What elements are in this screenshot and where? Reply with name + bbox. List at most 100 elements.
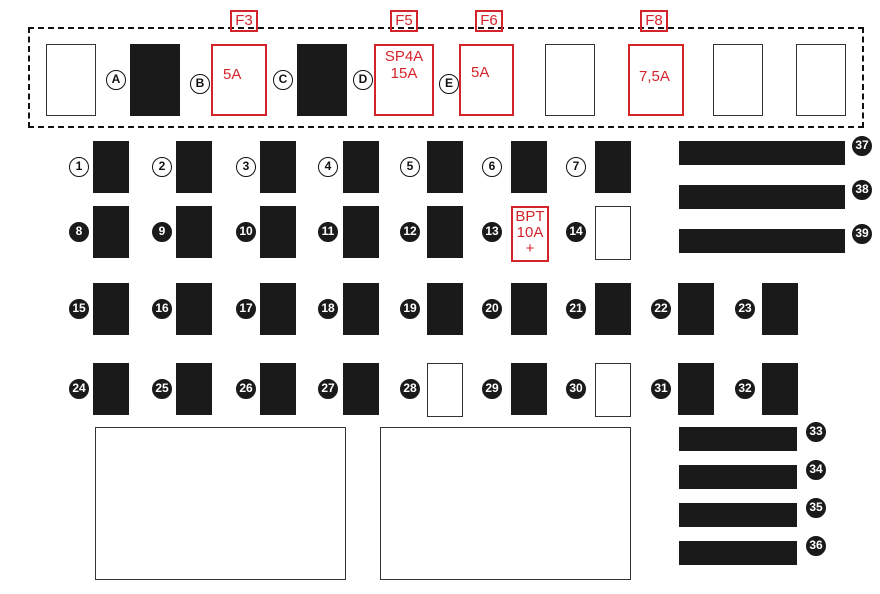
fuse-number-26: 26 — [236, 379, 256, 399]
upper-fuse-slot-4 — [545, 44, 595, 116]
fuse-number-6: 6 — [482, 157, 502, 177]
fuse-slot-15 — [93, 283, 129, 335]
fuse-number-38: 38 — [852, 180, 872, 200]
fuse-slot-3 — [260, 141, 296, 193]
fuse-slot-5 — [427, 141, 463, 193]
fuse-slot-1 — [93, 141, 129, 193]
fuse-number-12: 12 — [400, 222, 420, 242]
fuse-number-33: 33 — [806, 422, 826, 442]
fuse-slot-8 — [93, 206, 129, 258]
fuse-number-27: 27 — [318, 379, 338, 399]
fuse-F8-rating: 7,5A — [639, 68, 670, 85]
fuse-number-35: 35 — [806, 498, 826, 518]
fuse-slot-9 — [176, 206, 212, 258]
fuse-F5-line1: SP4A — [384, 48, 424, 65]
fuse-number-7: 7 — [566, 157, 586, 177]
fuse-slot-25 — [176, 363, 212, 415]
fuse-number-37: 37 — [852, 136, 872, 156]
relay-block-right — [380, 427, 631, 580]
fuse-slot-14 — [595, 206, 631, 260]
bpt-line2: 10A — [516, 224, 544, 241]
fuse-number-31: 31 — [651, 379, 671, 399]
fuse-slot-10 — [260, 206, 296, 258]
upper-fuse-slot-3 — [297, 44, 347, 116]
maxi-fuse-39 — [679, 229, 845, 253]
fuse-slot-11 — [343, 206, 379, 258]
fuse-number-28: 28 — [400, 379, 420, 399]
fuse-number-15: 15 — [69, 299, 89, 319]
fuse-number-25: 25 — [152, 379, 172, 399]
fuse-number-13: 13 — [482, 222, 502, 242]
bpt-line3: + — [525, 240, 535, 257]
fuse-number-1: 1 — [69, 157, 89, 177]
maxi-fuse-34 — [679, 465, 797, 489]
fuse-slot-2 — [176, 141, 212, 193]
fuse-number-24: 24 — [69, 379, 89, 399]
fuse-slot-28 — [427, 363, 463, 417]
fuse-slot-27 — [343, 363, 379, 415]
fuse-slot-18 — [343, 283, 379, 335]
maxi-fuse-35 — [679, 503, 797, 527]
fuse-slot-17 — [260, 283, 296, 335]
fuse-number-3: 3 — [236, 157, 256, 177]
fuse-number-39: 39 — [852, 224, 872, 244]
fuse-number-23: 23 — [735, 299, 755, 319]
fuse-F5: SP4A 15A — [374, 44, 434, 116]
fuse-slot-6 — [511, 141, 547, 193]
maxi-fuse-38 — [679, 185, 845, 209]
fuse-slot-31 — [678, 363, 714, 415]
fuse-number-10: 10 — [236, 222, 256, 242]
maxi-fuse-33 — [679, 427, 797, 451]
fuse-number-19: 19 — [400, 299, 420, 319]
fuse-tag-F3: F3 — [230, 10, 258, 32]
maxi-fuse-37 — [679, 141, 845, 165]
relay-block-left — [95, 427, 346, 580]
fuse-number-30: 30 — [566, 379, 586, 399]
fuse-slot-24 — [93, 363, 129, 415]
fuse-slot-16 — [176, 283, 212, 335]
upper-fuse-slot-2 — [130, 44, 180, 116]
fuse-F3: 5A — [211, 44, 267, 116]
fuse-slot-26 — [260, 363, 296, 415]
fuse-number-2: 2 — [152, 157, 172, 177]
fuse-F5-line2: 15A — [390, 65, 418, 82]
fuse-slot-4 — [343, 141, 379, 193]
fuse-number-21: 21 — [566, 299, 586, 319]
fuse-number-29: 29 — [482, 379, 502, 399]
fuse-number-11: 11 — [318, 222, 338, 242]
fuse-number-5: 5 — [400, 157, 420, 177]
fuse-number-14: 14 — [566, 222, 586, 242]
label-circle-C: C — [273, 70, 293, 90]
fuse-slot-12 — [427, 206, 463, 258]
fuse-number-17: 17 — [236, 299, 256, 319]
upper-fuse-slot-5 — [713, 44, 763, 116]
fuse-slot-23 — [762, 283, 798, 335]
label-circle-B: B — [190, 74, 210, 94]
label-circle-A: A — [106, 70, 126, 90]
fuse-number-18: 18 — [318, 299, 338, 319]
fuse-slot-7 — [595, 141, 631, 193]
fuse-F6-rating: 5A — [471, 64, 490, 81]
fuse-number-8: 8 — [69, 222, 89, 242]
fuse-number-9: 9 — [152, 222, 172, 242]
fuse-F3-rating: 5A — [223, 66, 242, 83]
fuse-tag-F6: F6 — [475, 10, 503, 32]
label-circle-E: E — [439, 74, 459, 94]
upper-fuse-slot-6 — [796, 44, 846, 116]
upper-fuse-slot-1 — [46, 44, 96, 116]
upper-fuse-strip-outline — [28, 27, 864, 128]
fuse-number-22: 22 — [651, 299, 671, 319]
fuse-slot-29 — [511, 363, 547, 415]
fuse-slot-21 — [595, 283, 631, 335]
fuse-number-4: 4 — [318, 157, 338, 177]
fuse-slot-22 — [678, 283, 714, 335]
fuse-slot-20 — [511, 283, 547, 335]
fuse-slot-19 — [427, 283, 463, 335]
fuse-number-20: 20 — [482, 299, 502, 319]
fuse-number-16: 16 — [152, 299, 172, 319]
fuse-F6: 5A — [459, 44, 514, 116]
label-circle-D: D — [353, 70, 373, 90]
fuse-tag-F5: F5 — [390, 10, 418, 32]
fuse-tag-F8: F8 — [640, 10, 668, 32]
